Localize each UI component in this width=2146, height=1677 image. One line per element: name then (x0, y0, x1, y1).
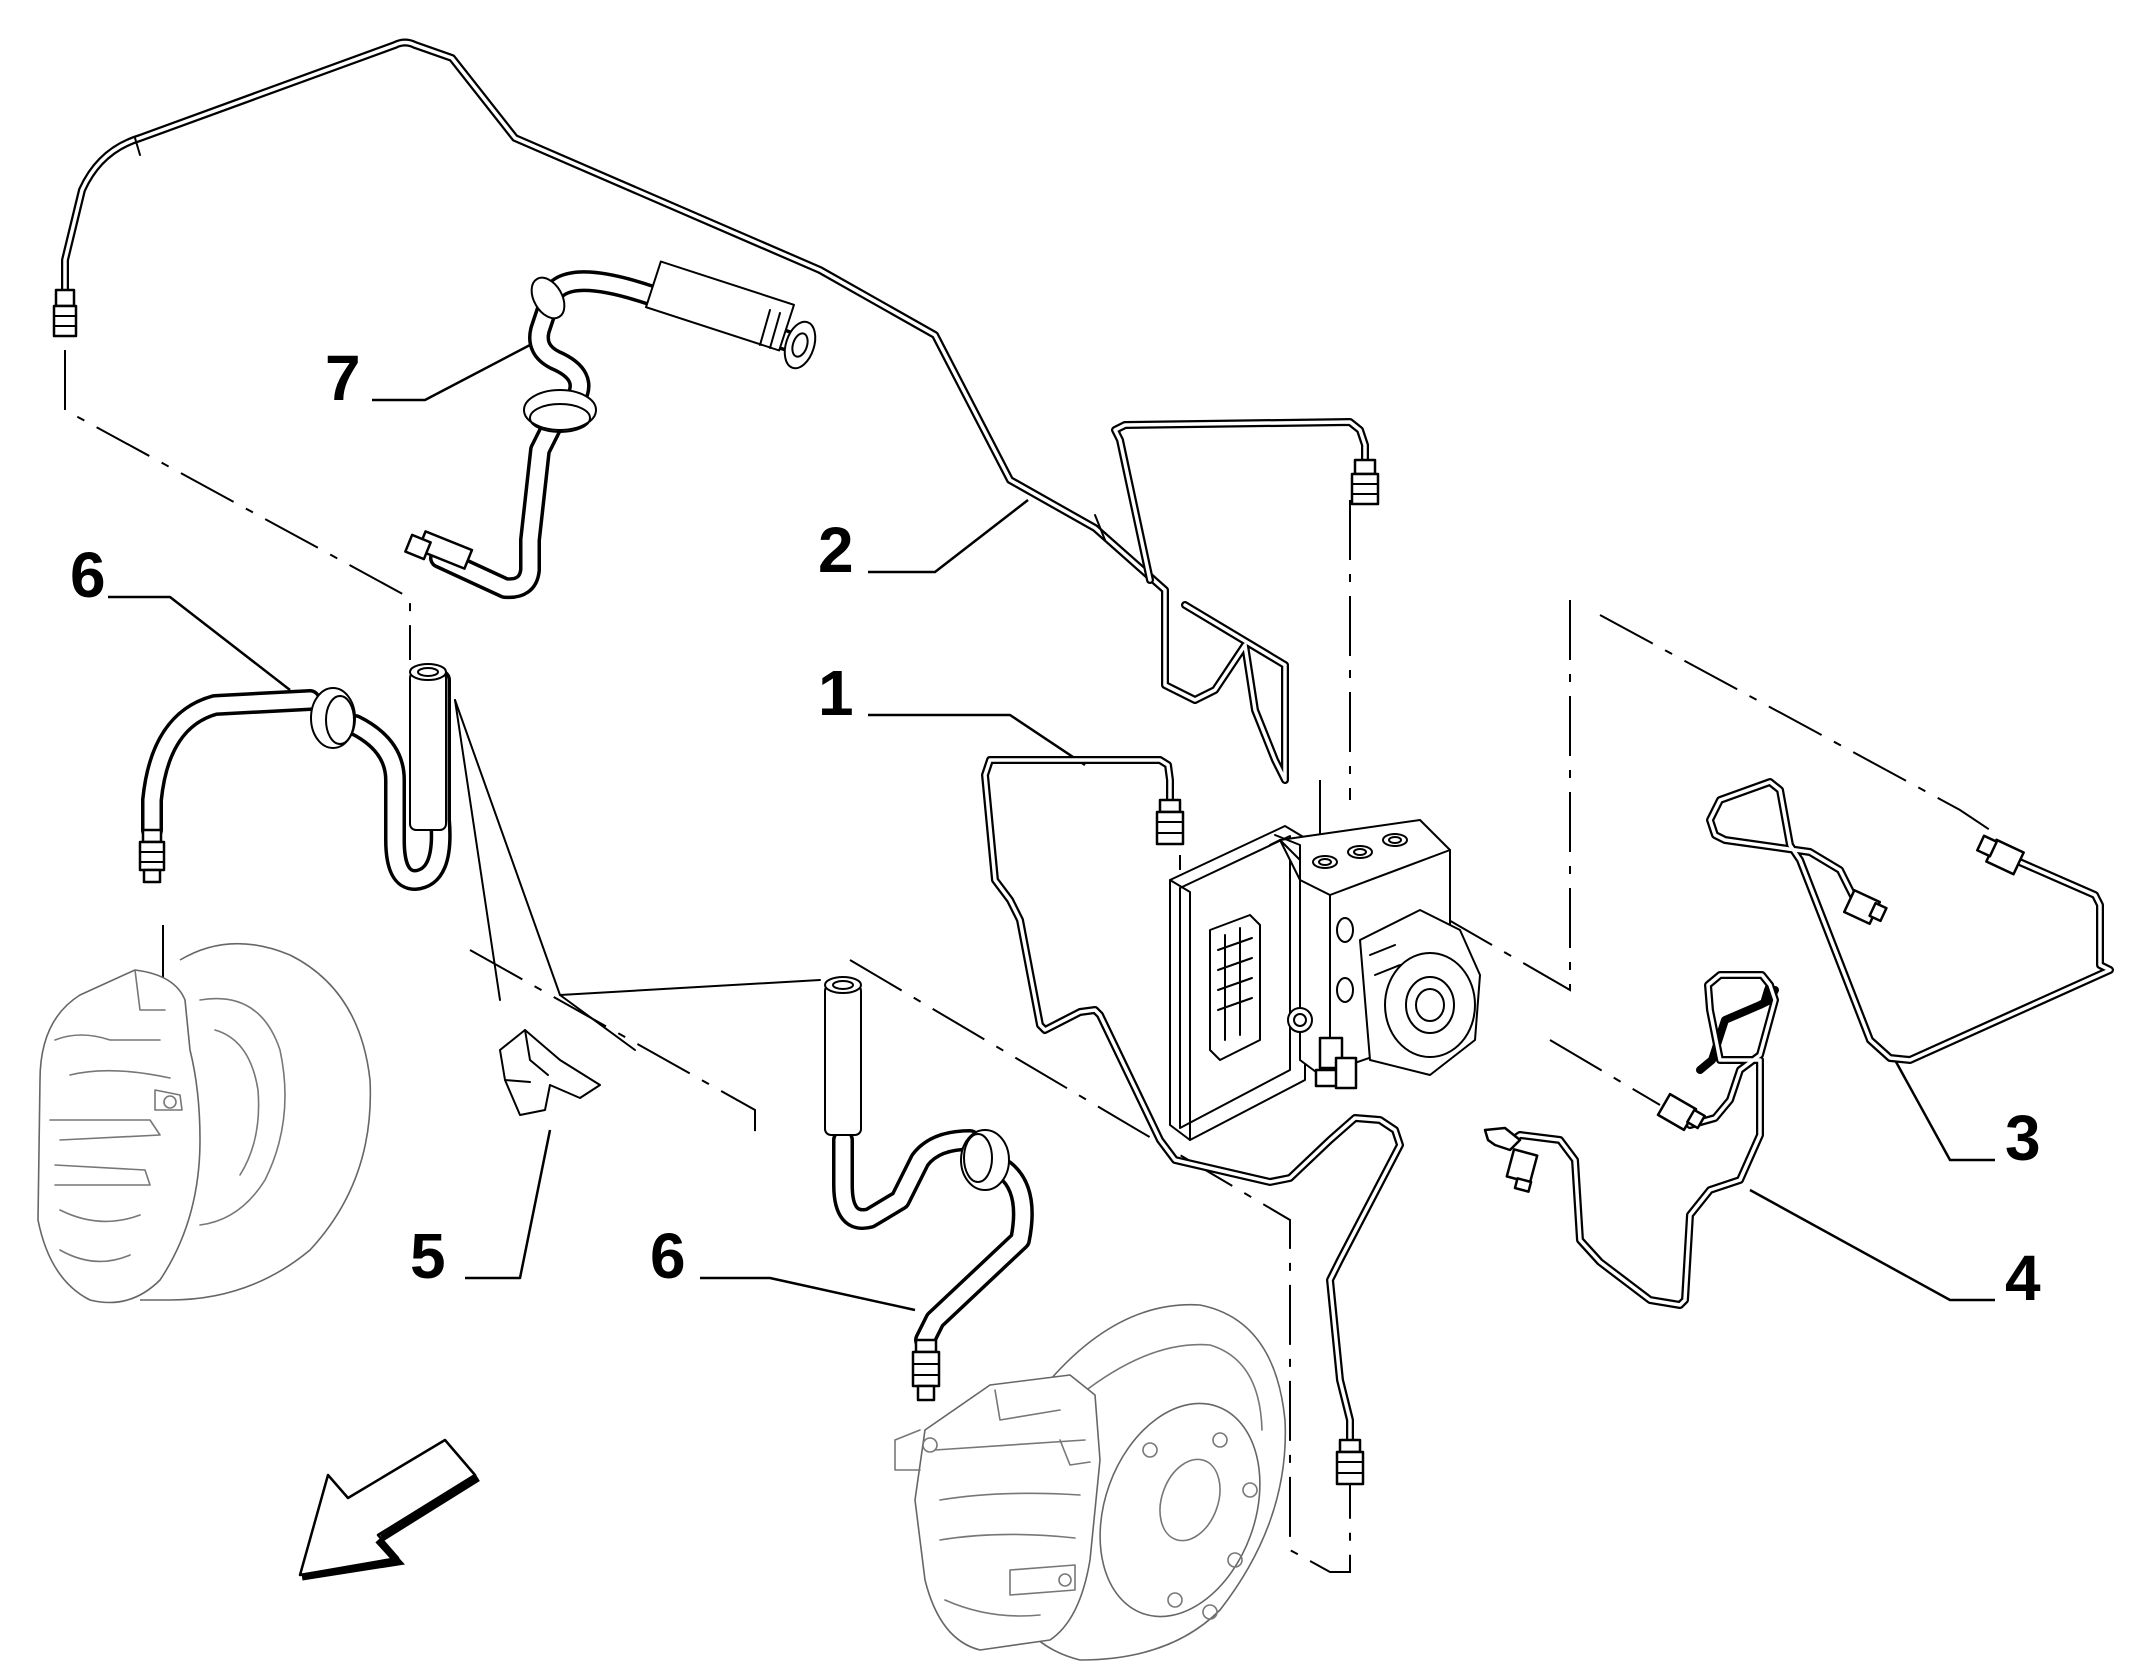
hose-end-fitting (138, 840, 166, 872)
callout-labels: 7 2 1 6 6 5 3 4 (70, 342, 2041, 1314)
hose-grommet (523, 389, 597, 431)
hose-tube (824, 984, 862, 1136)
brake-pipe-3 (1706, 778, 2114, 1064)
hose-grommet (310, 687, 356, 749)
hose-grommet (960, 1129, 1010, 1191)
callout-4: 4 (2005, 1242, 2041, 1314)
hose-tube (409, 671, 447, 831)
callout-1: 1 (818, 657, 854, 729)
abs-connector (1209, 914, 1261, 1061)
pipe-fitting-nut (1350, 472, 1380, 506)
clip-reference-lines (454, 699, 821, 1051)
alignment-lines (64, 350, 1991, 1573)
pipe-fitting (1353, 458, 1377, 476)
callout-5: 5 (410, 1220, 446, 1292)
brake-caliper-center (914, 1374, 1101, 1651)
brake-hose-7 (404, 260, 817, 600)
brake-pipe-2-loop (1111, 418, 1380, 584)
brake-caliper-left (37, 969, 201, 1304)
pipe-t-fitting (1483, 1126, 1522, 1152)
hose-sleeve (645, 260, 795, 352)
pipe-fitting-nut (1335, 1450, 1365, 1486)
brake-pipe-2 (52, 38, 1289, 784)
brake-hose-6-center (824, 976, 1034, 1402)
abs-hydraulic-unit (1169, 819, 1481, 1141)
pipe-fitting-nut (1505, 1148, 1539, 1184)
pipe-fitting-nut (1155, 810, 1185, 846)
pipe-fitting (54, 288, 76, 308)
hose-end-fitting (911, 1350, 941, 1388)
arrow-down-left-icon (298, 1438, 480, 1581)
callout-6-center: 6 (650, 1220, 686, 1292)
brake-disc-hub (1099, 1402, 1261, 1618)
pipe-fitting-nut (52, 304, 78, 338)
callout-3: 3 (2005, 1102, 2041, 1174)
leader-lines (108, 343, 1995, 1312)
brake-pipe-1 (981, 756, 1404, 1486)
callout-6-left: 6 (70, 539, 106, 611)
bracket-clip-5 (499, 1029, 601, 1116)
brake-disc-left (140, 942, 372, 1301)
brake-assembly-center (894, 1303, 1287, 1661)
brake-pipe-4 (1483, 971, 1779, 1309)
callout-7: 7 (325, 342, 361, 414)
brake-hose-6-left (138, 663, 452, 891)
callout-2: 2 (818, 514, 854, 586)
brake-assembly-left (37, 942, 372, 1304)
